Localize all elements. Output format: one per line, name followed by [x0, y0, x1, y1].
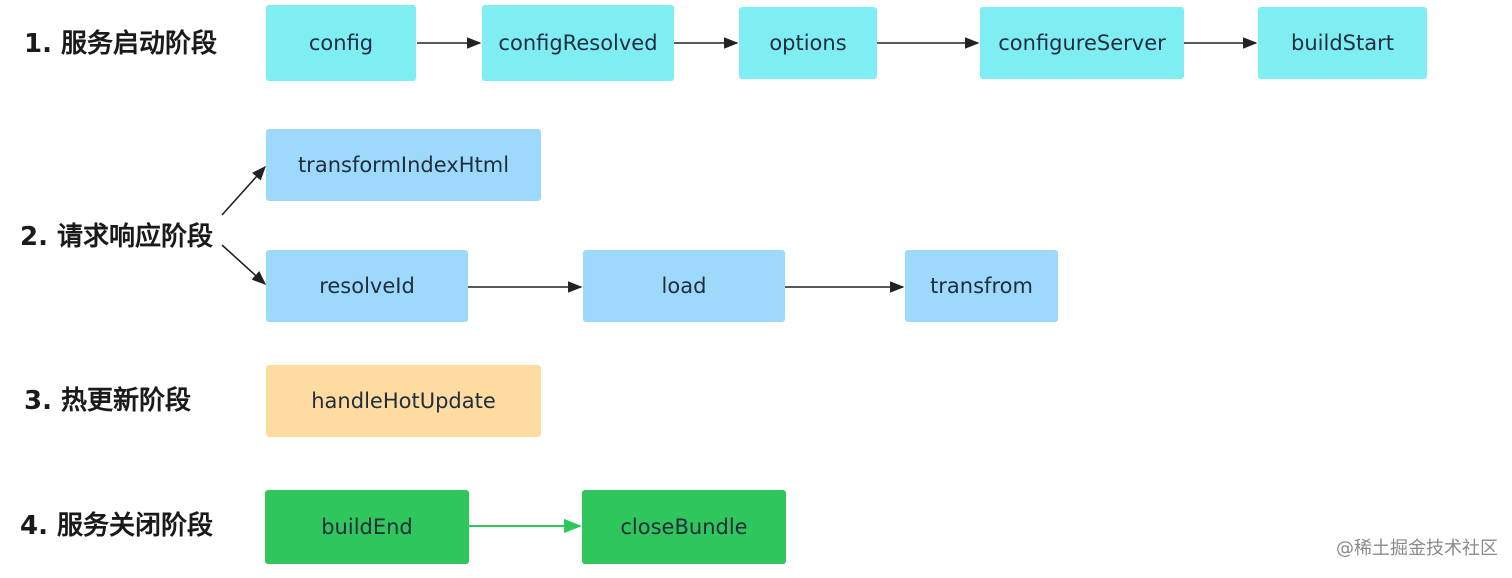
node-handlehotupdate: handleHotUpdate	[266, 365, 541, 437]
node-load: load	[583, 250, 785, 322]
stage-label-hot-update: 3. 热更新阶段	[24, 386, 192, 416]
node-closebundle: closeBundle	[582, 490, 786, 564]
node-transformindexhtml: transformIndexHtml	[266, 129, 541, 201]
stage-label-request: 2. 请求响应阶段	[20, 222, 214, 252]
watermark-text: @稀土掘金技术社区	[1336, 538, 1498, 559]
node-buildstart: buildStart	[1258, 7, 1427, 79]
edge-request-to-resolveid	[221, 244, 267, 285]
node-options: options	[739, 7, 877, 79]
stage-label-startup: 1. 服务启动阶段	[24, 29, 218, 59]
stage-label-shutdown: 4. 服务关闭阶段	[20, 511, 214, 541]
node-transfrom: transfrom	[905, 250, 1058, 322]
node-configresolved: configResolved	[482, 5, 674, 81]
node-config: config	[266, 5, 416, 81]
node-resolveid: resolveId	[266, 250, 468, 322]
edge-request-to-transformindexhtml	[221, 165, 266, 216]
node-configureserver: configureServer	[980, 7, 1184, 79]
node-buildend: buildEnd	[265, 490, 469, 564]
